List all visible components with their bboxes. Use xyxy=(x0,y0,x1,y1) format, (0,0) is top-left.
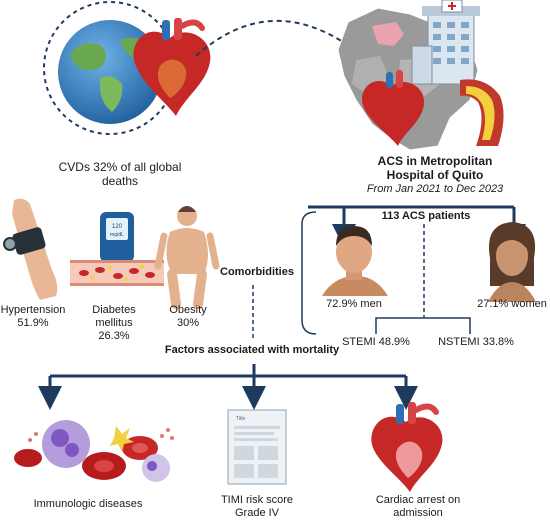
diabetes-name-line1: Diabetes xyxy=(92,304,136,316)
women-percentage: 27.1% women xyxy=(477,298,547,310)
hypertension-name: Hypertension xyxy=(0,304,66,316)
arm-cuff-icon xyxy=(3,198,58,300)
cardiac-line2: admission xyxy=(393,507,443,519)
comorbidity-bracket xyxy=(301,211,317,335)
globe-continent xyxy=(70,43,106,71)
global-caption-line2: deaths xyxy=(101,174,139,188)
diabetes-name-line2: mellitus xyxy=(95,317,133,329)
timi-line1: TIMI risk score xyxy=(220,494,294,506)
stemi-label: STEMI 48.9% xyxy=(342,336,410,348)
glucometer-reading: 120 xyxy=(112,224,123,230)
province-highlight xyxy=(372,22,404,46)
timi-label: TIMI risk score Grade IV xyxy=(221,494,293,520)
cardiac-arrest-label: Cardiac arrest on admission xyxy=(376,494,460,520)
timi-document-icon: Title xyxy=(227,409,287,485)
heart-anatomy-icon xyxy=(371,402,443,492)
timi-line2: Grade IV xyxy=(234,507,280,519)
hypertension-value: 51.9% xyxy=(17,317,49,329)
immunologic-label: Immunologic diseases xyxy=(33,498,143,510)
heart-icon xyxy=(133,18,211,116)
hospital-period: From Jan 2021 to Dec 2023 xyxy=(366,183,504,195)
glucometer-unit: mg/dL xyxy=(110,232,124,238)
link-arrow-globe-to-map xyxy=(195,20,359,57)
obese-person-icon xyxy=(154,206,220,309)
immune-cells-icon xyxy=(14,420,174,482)
artery-plaque-icon xyxy=(460,79,504,146)
obesity-label: Obesity 30% xyxy=(169,304,206,330)
hospital-title-line1: ACS in Metropolitan xyxy=(377,154,493,168)
hospital-heading: ACS in Metropolitan Hospital of Quito Fr… xyxy=(367,154,503,196)
comorbidities-heading: Comorbidities xyxy=(220,266,294,278)
mortality-heading: Factors associated with mortality xyxy=(164,344,340,356)
hypertension-label: Hypertension 51.9% xyxy=(1,304,66,330)
total-patients-label: 113 ACS patients xyxy=(378,210,474,223)
woman-avatar xyxy=(488,222,536,302)
global-caption-line1: CVDs 32% of all global xyxy=(58,160,182,174)
document-title: Title xyxy=(236,416,245,422)
obesity-value: 30% xyxy=(176,317,200,329)
cardiac-line1: Cardiac arrest on xyxy=(375,494,461,506)
hospital-icon xyxy=(411,0,480,85)
stemi-branch xyxy=(375,317,471,334)
men-percentage: 72.9% men xyxy=(326,298,382,310)
obesity-name: Obesity xyxy=(169,304,207,316)
global-caption: CVDs 32% of all global deaths xyxy=(59,160,182,188)
hospital-title-line2: Hospital of Quito xyxy=(386,168,484,182)
diabetes-value: 26.3% xyxy=(98,330,130,342)
globe-continent xyxy=(100,76,123,112)
heart-icon xyxy=(362,70,425,146)
diabetes-label: Diabetes mellitus 26.3% xyxy=(92,304,135,343)
blood-vessel-icon xyxy=(70,260,164,286)
man-avatar xyxy=(322,226,388,296)
nstemi-label: NSTEMI 33.8% xyxy=(438,336,514,348)
